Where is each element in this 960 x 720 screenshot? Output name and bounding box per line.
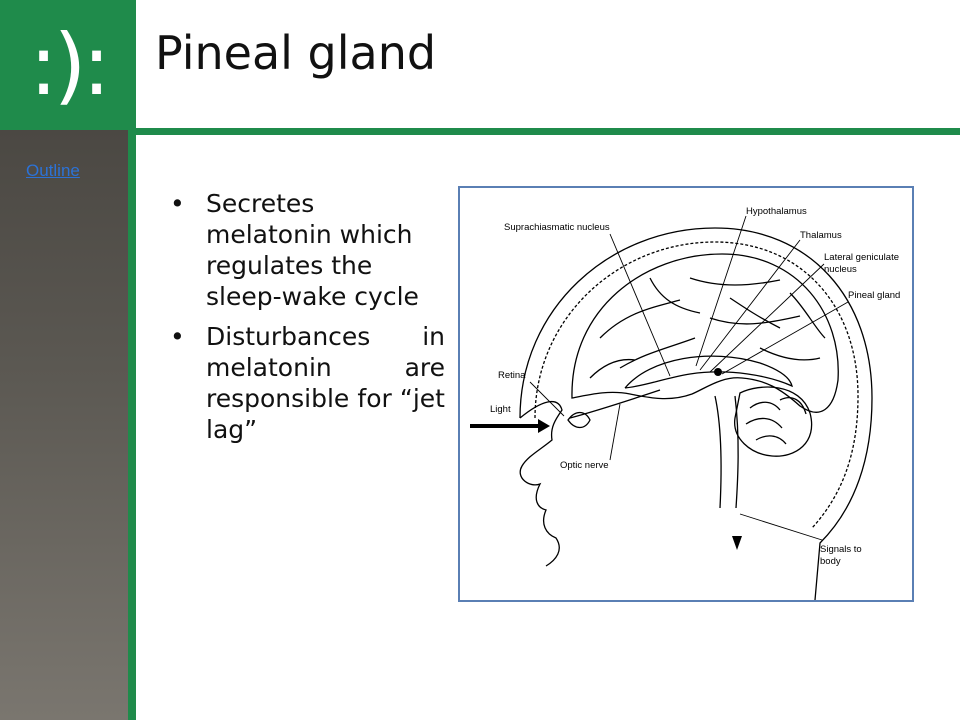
label-signals-1: Signals to [820, 544, 862, 555]
pineal-body [714, 368, 722, 376]
cerebellum [734, 386, 813, 457]
label-hypothalamus: Hypothalamus [746, 206, 807, 217]
brain-diagram-figure: Hypothalamus Suprachiasmatic nucleus Tha… [458, 186, 914, 602]
title-divider [136, 128, 960, 135]
slide-title: Pineal gland [155, 26, 437, 80]
brainstem [714, 395, 739, 509]
label-optic-nerve: Optic nerve [560, 460, 609, 471]
label-lateral-geniculate-1: Lateral geniculate [824, 252, 899, 263]
logo: :): [29, 16, 110, 114]
label-pineal: Pineal gland [848, 290, 900, 301]
bullet-item: Disturbances in melatonin are responsibl… [170, 321, 445, 445]
bullet-text: Secretes melatonin which regulates the s… [206, 189, 419, 311]
label-suprachiasmatic: Suprachiasmatic nucleus [504, 222, 610, 233]
sidebar [0, 130, 128, 720]
label-retina: Retina [498, 370, 526, 381]
cerebrum [571, 253, 839, 413]
optic-tract [569, 389, 661, 419]
bullet-text: Disturbances in melatonin are responsibl… [206, 322, 445, 444]
brain-diagram: Hypothalamus Suprachiasmatic nucleus Tha… [470, 206, 900, 600]
outline-link[interactable]: Outline [26, 161, 80, 180]
skull-outline [519, 227, 873, 600]
cerebellum-folds [745, 397, 807, 445]
brain-gyri-1 [599, 277, 821, 369]
label-signals-2: body [820, 556, 841, 567]
light-arrow [470, 419, 550, 433]
corpus-callosum [624, 355, 793, 389]
signal-arrow-head [732, 536, 742, 550]
label-lateral-geniculate-2: nucleus [824, 264, 857, 275]
eye [567, 411, 591, 429]
sidebar-accent-strip [128, 130, 136, 720]
label-light: Light [490, 404, 511, 415]
bullet-item: Secretes melatonin which regulates the s… [170, 188, 445, 312]
logo-block [0, 0, 136, 130]
brain-gyri-2 [589, 292, 826, 379]
bullet-list: Secretes melatonin which regulates the s… [170, 188, 445, 454]
label-thalamus: Thalamus [800, 230, 842, 241]
skull-inner [534, 241, 859, 529]
